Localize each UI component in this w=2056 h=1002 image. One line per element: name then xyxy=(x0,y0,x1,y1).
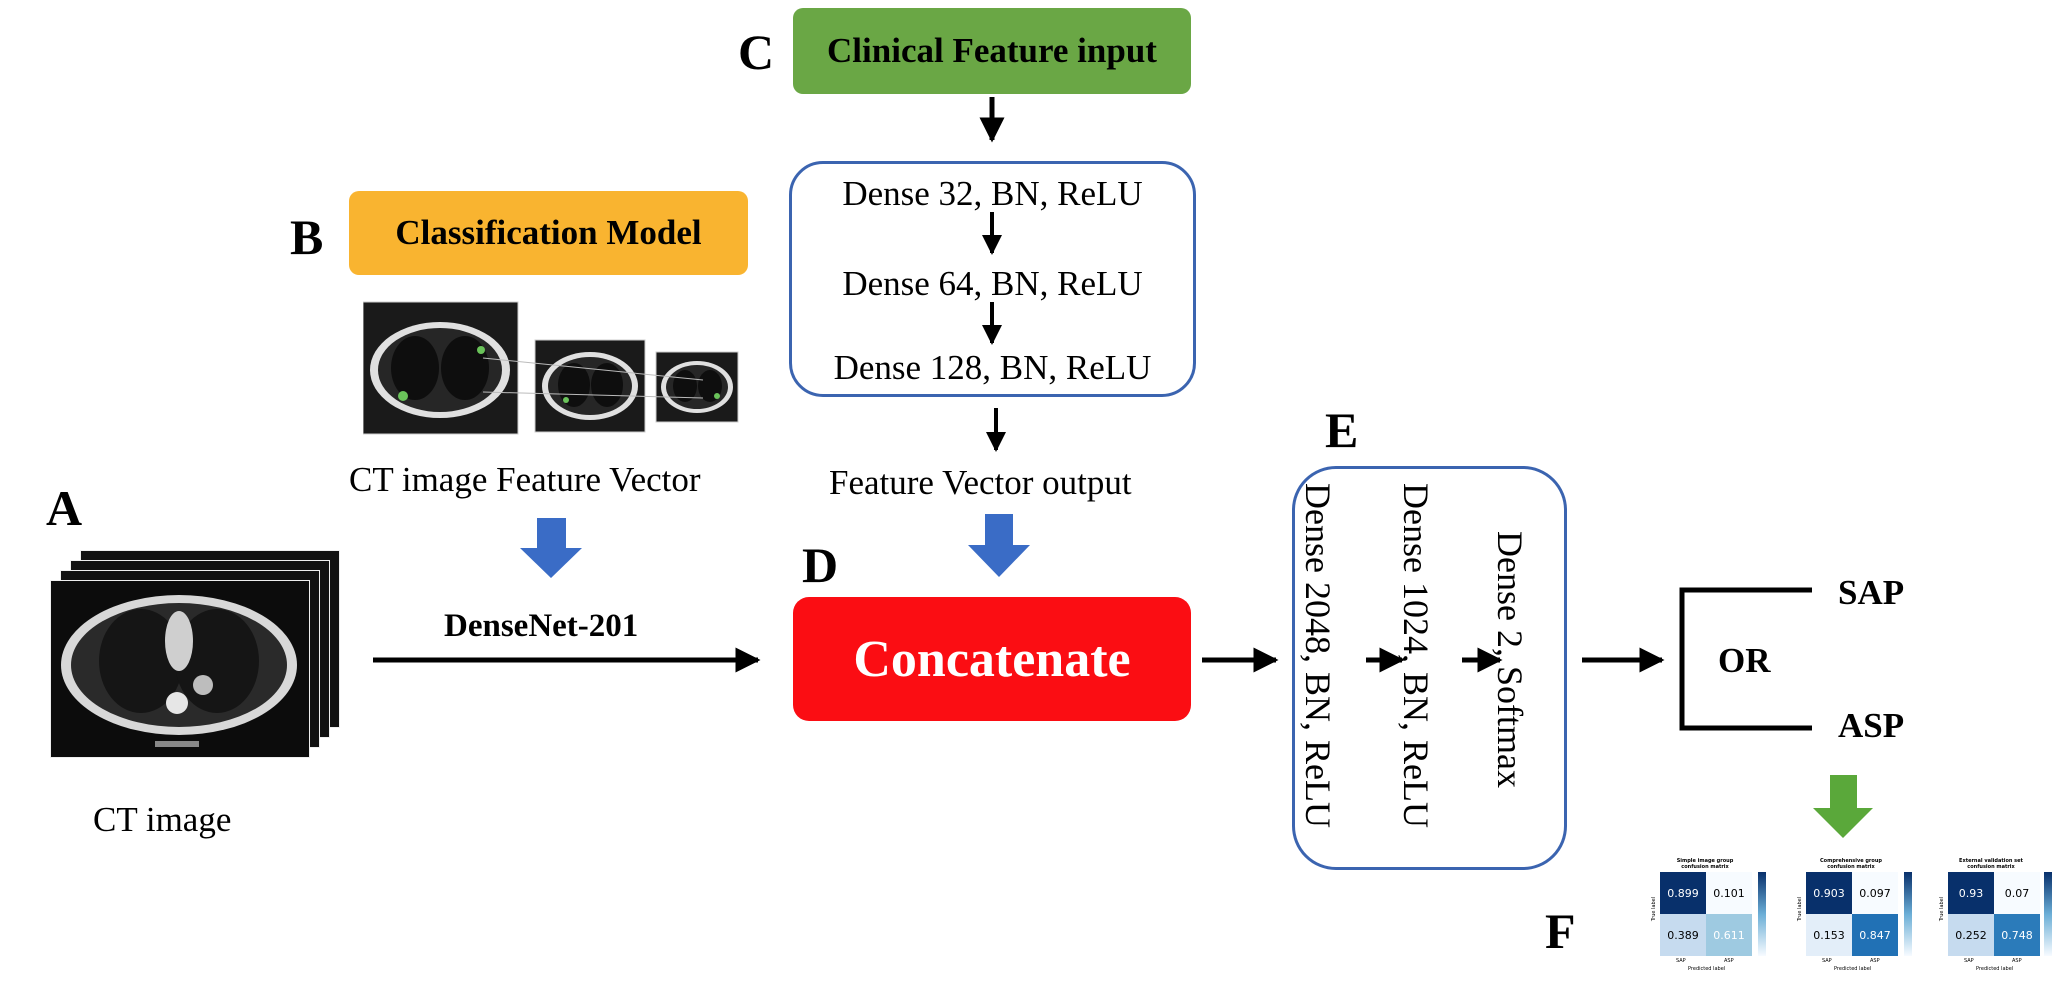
panel-label-f: F xyxy=(1545,903,1576,959)
cm-title-line2: confusion matrix xyxy=(1967,864,2015,870)
classification-model-box: Classification Model xyxy=(349,191,748,275)
ct-image-label: CT image xyxy=(93,800,232,839)
cm-cell: 0.389 xyxy=(1660,914,1706,956)
dense-2048-layer: Dense 2048, BN, ReLU xyxy=(1298,483,1338,828)
ct-slice-front xyxy=(50,580,310,758)
classification-model-label: Classification Model xyxy=(395,213,702,252)
concatenate-box: Concatenate xyxy=(793,597,1191,721)
output-bracket xyxy=(1679,587,1812,731)
output-sap-label: SAP xyxy=(1838,573,1905,612)
cm-true-label: True label xyxy=(1797,896,1804,922)
cm-title-line2: confusion matrix xyxy=(1681,864,1729,870)
panel-label-c: C xyxy=(738,24,775,80)
cm-cell: 0.101 xyxy=(1706,872,1752,914)
dense-32-layer: Dense 32, BN, ReLU xyxy=(842,174,1143,213)
output-asp-label: ASP xyxy=(1838,706,1905,745)
output-or-label: OR xyxy=(1718,641,1771,680)
cm-predicted-label: Predicted label xyxy=(1976,966,2014,972)
concatenate-label: Concatenate xyxy=(853,630,1131,688)
panel-label-e: E xyxy=(1325,402,1359,458)
cm-cell: 0.252 xyxy=(1948,914,1994,956)
cm-cell: 0.153 xyxy=(1806,914,1852,956)
cm-true-label: True label xyxy=(1939,896,1946,922)
cm-colorbar xyxy=(1758,872,1766,956)
panel-label-b: B xyxy=(290,209,324,265)
cm-title-line2: confusion matrix xyxy=(1827,864,1875,870)
blue-arrow-feature-vector xyxy=(968,514,1030,577)
panel-label-d: D xyxy=(802,537,839,593)
clinical-feature-input-box: Clinical Feature input xyxy=(793,8,1191,94)
cm-class-b-label: ASP xyxy=(1724,958,1734,964)
cm-predicted-label: Predicted label xyxy=(1834,966,1872,972)
dense-128-layer: Dense 128, BN, ReLU xyxy=(833,348,1152,387)
confusion-matrix-simple: Simple image group confusion matrix 0.89… xyxy=(1640,858,1770,983)
ct-image-stack xyxy=(40,550,340,780)
dense-64-layer: Dense 64, BN, ReLU xyxy=(842,264,1143,303)
cm-title-line1: Simple image group xyxy=(1676,858,1734,864)
panel-label-a: A xyxy=(46,480,83,536)
cm-class-b-label: ASP xyxy=(1870,958,1880,964)
cm-colorbar xyxy=(2044,872,2052,956)
cm-class-a-label: SAP xyxy=(1676,958,1686,964)
confusion-matrix-external: External validation set confusion matrix… xyxy=(1928,858,2054,983)
cm-title-line1: Comprehensive group xyxy=(1820,858,1882,864)
ct-scan-image xyxy=(51,581,309,757)
clinical-dense-stack-box: Dense 32, BN, ReLU Dense 64, BN, ReLU De… xyxy=(789,161,1196,397)
densenet-label: DenseNet-201 xyxy=(444,608,639,644)
cm-class-a-label: SAP xyxy=(1822,958,1832,964)
cm-class-a-label: SAP xyxy=(1964,958,1974,964)
cm-cell: 0.097 xyxy=(1852,872,1898,914)
cm-cell: 0.903 xyxy=(1806,872,1852,914)
cm-cell: 0.93 xyxy=(1948,872,1994,914)
cm-title-line1: External validation set xyxy=(1959,858,2023,864)
cm-cell: 0.748 xyxy=(1994,914,2040,956)
blue-arrow-ct-feature xyxy=(520,518,582,578)
cm-cell: 0.899 xyxy=(1660,872,1706,914)
ct-feature-vector-label: CT image Feature Vector xyxy=(349,460,701,499)
cm-cell: 0.847 xyxy=(1852,914,1898,956)
feature-vector-output-label: Feature Vector output xyxy=(829,463,1132,502)
cm-class-b-label: ASP xyxy=(2012,958,2022,964)
cm-colorbar xyxy=(1904,872,1912,956)
clinical-feature-input-label: Clinical Feature input xyxy=(827,31,1157,70)
cm-cell: 0.07 xyxy=(1994,872,2040,914)
cm-predicted-label: Predicted label xyxy=(1688,966,1726,972)
ct-feature-slices xyxy=(362,300,743,440)
ct-feature-maps-image xyxy=(362,301,739,435)
green-arrow-to-results xyxy=(1813,775,1873,838)
cm-cell: 0.611 xyxy=(1706,914,1752,956)
cm-true-label: True label xyxy=(1651,896,1658,922)
confusion-matrix-comprehensive: Comprehensive group confusion matrix 0.9… xyxy=(1786,858,1916,983)
